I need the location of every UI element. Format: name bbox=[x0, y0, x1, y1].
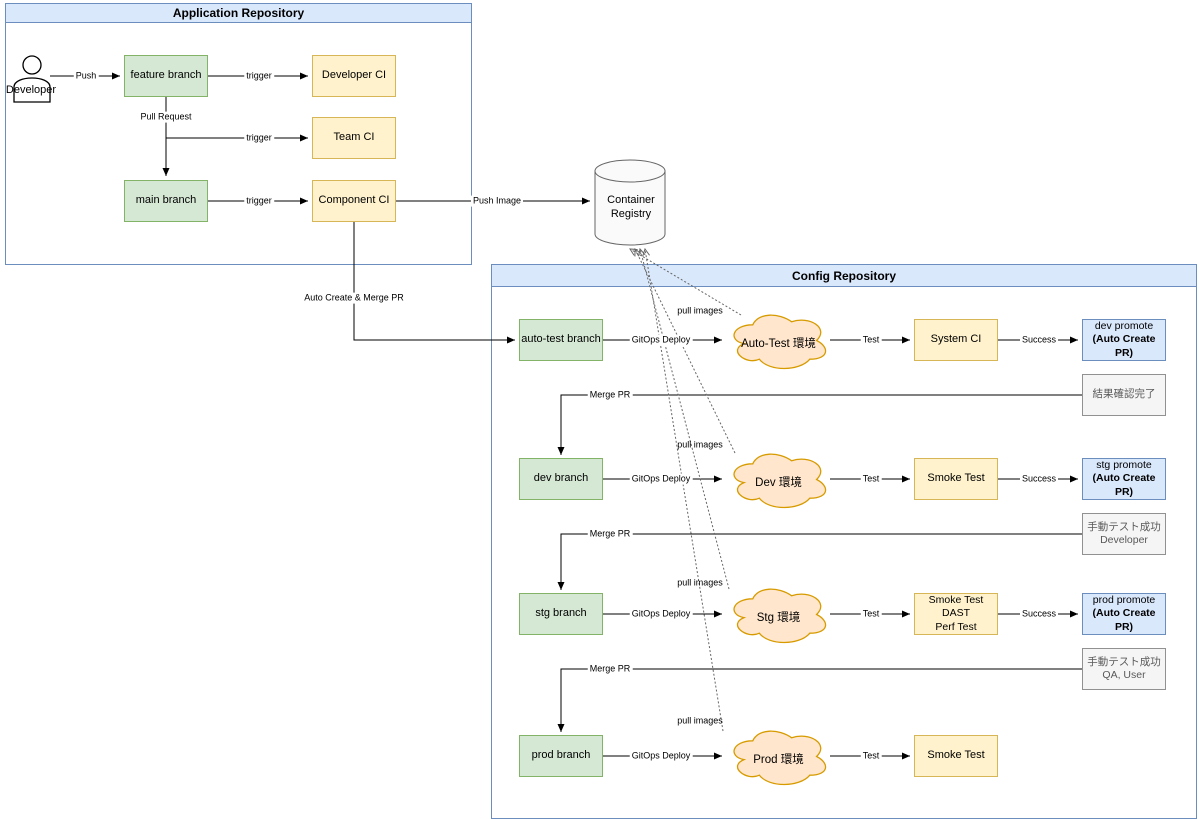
node-prod-branch: prod branch bbox=[519, 735, 603, 777]
node-smoke-test-dev: Smoke Test bbox=[914, 458, 998, 500]
node-smoke-dast-perf: Smoke Test DAST Perf Test bbox=[914, 593, 998, 635]
node-prod-promote-line1: prod promote bbox=[1092, 594, 1156, 607]
node-feature-branch-label: feature branch bbox=[130, 69, 202, 82]
node-smoke-dast-perf-line1: Smoke Test bbox=[928, 594, 984, 607]
edge-label-success-3: Success bbox=[1019, 608, 1059, 620]
edge-label-gitops-deploy-1: GitOps Deploy bbox=[629, 334, 693, 346]
edge-label-success-1: Success bbox=[1019, 334, 1059, 346]
edge-label-push: Push bbox=[73, 70, 99, 82]
container-registry-line1: Container bbox=[607, 194, 655, 206]
node-dev-promote: dev promote (Auto Create PR) bbox=[1082, 319, 1166, 361]
edge-label-pull-images-3: pull images bbox=[677, 577, 723, 588]
edge-label-gitops-deploy-4: GitOps Deploy bbox=[629, 750, 693, 762]
node-dev-promote-line2: (Auto Create PR) bbox=[1092, 333, 1156, 359]
node-auto-test-env-label: Auto-Test 環境 bbox=[741, 338, 816, 350]
node-dev-branch: dev branch bbox=[519, 458, 603, 500]
node-smoke-test-prod: Smoke Test bbox=[914, 735, 998, 777]
cloud-shape bbox=[733, 314, 827, 370]
node-smoke-test-prod-label: Smoke Test bbox=[927, 749, 985, 762]
edge-label-pull-images-1: pull images bbox=[677, 305, 723, 316]
node-smoke-dast-perf-line3: Perf Test bbox=[935, 620, 977, 633]
node-gate-manual-test-developer-line2: Developer bbox=[1100, 534, 1148, 546]
node-team-ci-label: Team CI bbox=[333, 131, 375, 144]
edge-label-test-3: Test bbox=[860, 608, 882, 620]
node-gate-manual-test-qa-user-line2: QA, User bbox=[1102, 669, 1146, 681]
node-system-ci: System CI bbox=[914, 319, 998, 361]
node-stg-branch: stg branch bbox=[519, 593, 603, 635]
node-smoke-test-dev-label: Smoke Test bbox=[927, 472, 985, 485]
container-registry-cylinder bbox=[594, 159, 666, 246]
node-smoke-dast-perf-line2: DAST bbox=[941, 607, 970, 620]
node-feature-branch: feature branch bbox=[124, 55, 208, 97]
cloud-shape bbox=[733, 453, 827, 509]
node-system-ci-label: System CI bbox=[930, 333, 982, 346]
node-prod-env: Prod 環境 bbox=[727, 725, 830, 793]
node-main-branch-label: main branch bbox=[135, 194, 197, 207]
node-dev-env: Dev 環境 bbox=[727, 448, 830, 516]
node-developer-ci: Developer CI bbox=[312, 55, 396, 97]
node-prod-env-label: Prod 環境 bbox=[753, 754, 804, 766]
developer-actor-icon bbox=[13, 55, 51, 103]
node-gate-manual-test-developer: 手動テスト成功 Developer bbox=[1082, 513, 1166, 555]
node-main-branch: main branch bbox=[124, 180, 208, 222]
edge-label-gitops-deploy-3: GitOps Deploy bbox=[629, 608, 693, 620]
node-dev-promote-line1: dev promote bbox=[1094, 320, 1154, 333]
node-stg-promote-line1: stg promote bbox=[1096, 459, 1152, 472]
node-developer-ci-label: Developer CI bbox=[321, 69, 387, 82]
edge-label-pull-request: Pull Request bbox=[138, 111, 194, 123]
edge-label-success-2: Success bbox=[1019, 473, 1059, 485]
edge-label-auto-create-merge-pr: Auto Create & Merge PR bbox=[302, 292, 406, 304]
edge-label-trigger-main: trigger bbox=[244, 195, 274, 207]
edge-label-test-4: Test bbox=[860, 750, 882, 762]
node-gate-result-confirmed: 結果確認完了 bbox=[1082, 374, 1166, 416]
node-dev-env-label: Dev 環境 bbox=[755, 477, 802, 489]
node-stg-env: Stg 環境 bbox=[727, 583, 830, 651]
config-repository-title: Config Repository bbox=[492, 265, 1196, 287]
node-component-ci: Component CI bbox=[312, 180, 396, 222]
container-registry-line2: Registry bbox=[610, 208, 652, 221]
edge-label-test-2: Test bbox=[860, 473, 882, 485]
node-prod-promote-line2: (Auto Create PR) bbox=[1092, 607, 1156, 633]
edge-label-push-image: Push Image bbox=[470, 195, 524, 207]
edge-label-trigger-feature: trigger bbox=[244, 70, 274, 82]
node-gate-manual-test-qa-user-line1: 手動テスト成功 bbox=[1087, 655, 1161, 668]
node-component-ci-label: Component CI bbox=[318, 194, 390, 207]
edge-label-trigger-team: trigger bbox=[244, 132, 274, 144]
node-team-ci: Team CI bbox=[312, 117, 396, 159]
node-prod-branch-label: prod branch bbox=[531, 749, 591, 762]
node-gate-manual-test-developer-line1: 手動テスト成功 bbox=[1087, 520, 1161, 533]
node-auto-test-env: Auto-Test 環境 bbox=[727, 309, 830, 377]
config-repository-container: Config Repository bbox=[491, 264, 1197, 819]
application-repository-title: Application Repository bbox=[6, 4, 471, 23]
node-prod-promote: prod promote (Auto Create PR) bbox=[1082, 593, 1166, 635]
edge-label-merge-pr-3: Merge PR bbox=[587, 663, 633, 675]
edge-label-merge-pr-2: Merge PR bbox=[587, 528, 633, 540]
node-stg-branch-label: stg branch bbox=[535, 607, 587, 620]
node-stg-promote: stg promote (Auto Create PR) bbox=[1082, 458, 1166, 500]
cloud-shape bbox=[733, 588, 827, 644]
container-registry-label: Container Registry bbox=[596, 193, 666, 222]
node-gate-manual-test-qa-user: 手動テスト成功 QA, User bbox=[1082, 648, 1166, 690]
node-stg-env-label: Stg 環境 bbox=[756, 612, 801, 624]
node-gate-result-confirmed-label: 結果確認完了 bbox=[1092, 388, 1156, 401]
edge-label-gitops-deploy-2: GitOps Deploy bbox=[629, 473, 693, 485]
edge-label-test-1: Test bbox=[860, 334, 882, 346]
edge-label-pull-images-4: pull images bbox=[677, 715, 723, 726]
cloud-shape bbox=[733, 730, 827, 786]
node-auto-test-branch: auto-test branch bbox=[519, 319, 603, 361]
node-auto-test-branch-label: auto-test branch bbox=[521, 333, 601, 346]
edge-label-pull-images-2: pull images bbox=[677, 439, 723, 450]
developer-actor-label: Developer bbox=[5, 84, 57, 96]
node-stg-promote-line2: (Auto Create PR) bbox=[1092, 472, 1156, 498]
edge-label-merge-pr-1: Merge PR bbox=[587, 389, 633, 401]
node-dev-branch-label: dev branch bbox=[533, 472, 589, 485]
